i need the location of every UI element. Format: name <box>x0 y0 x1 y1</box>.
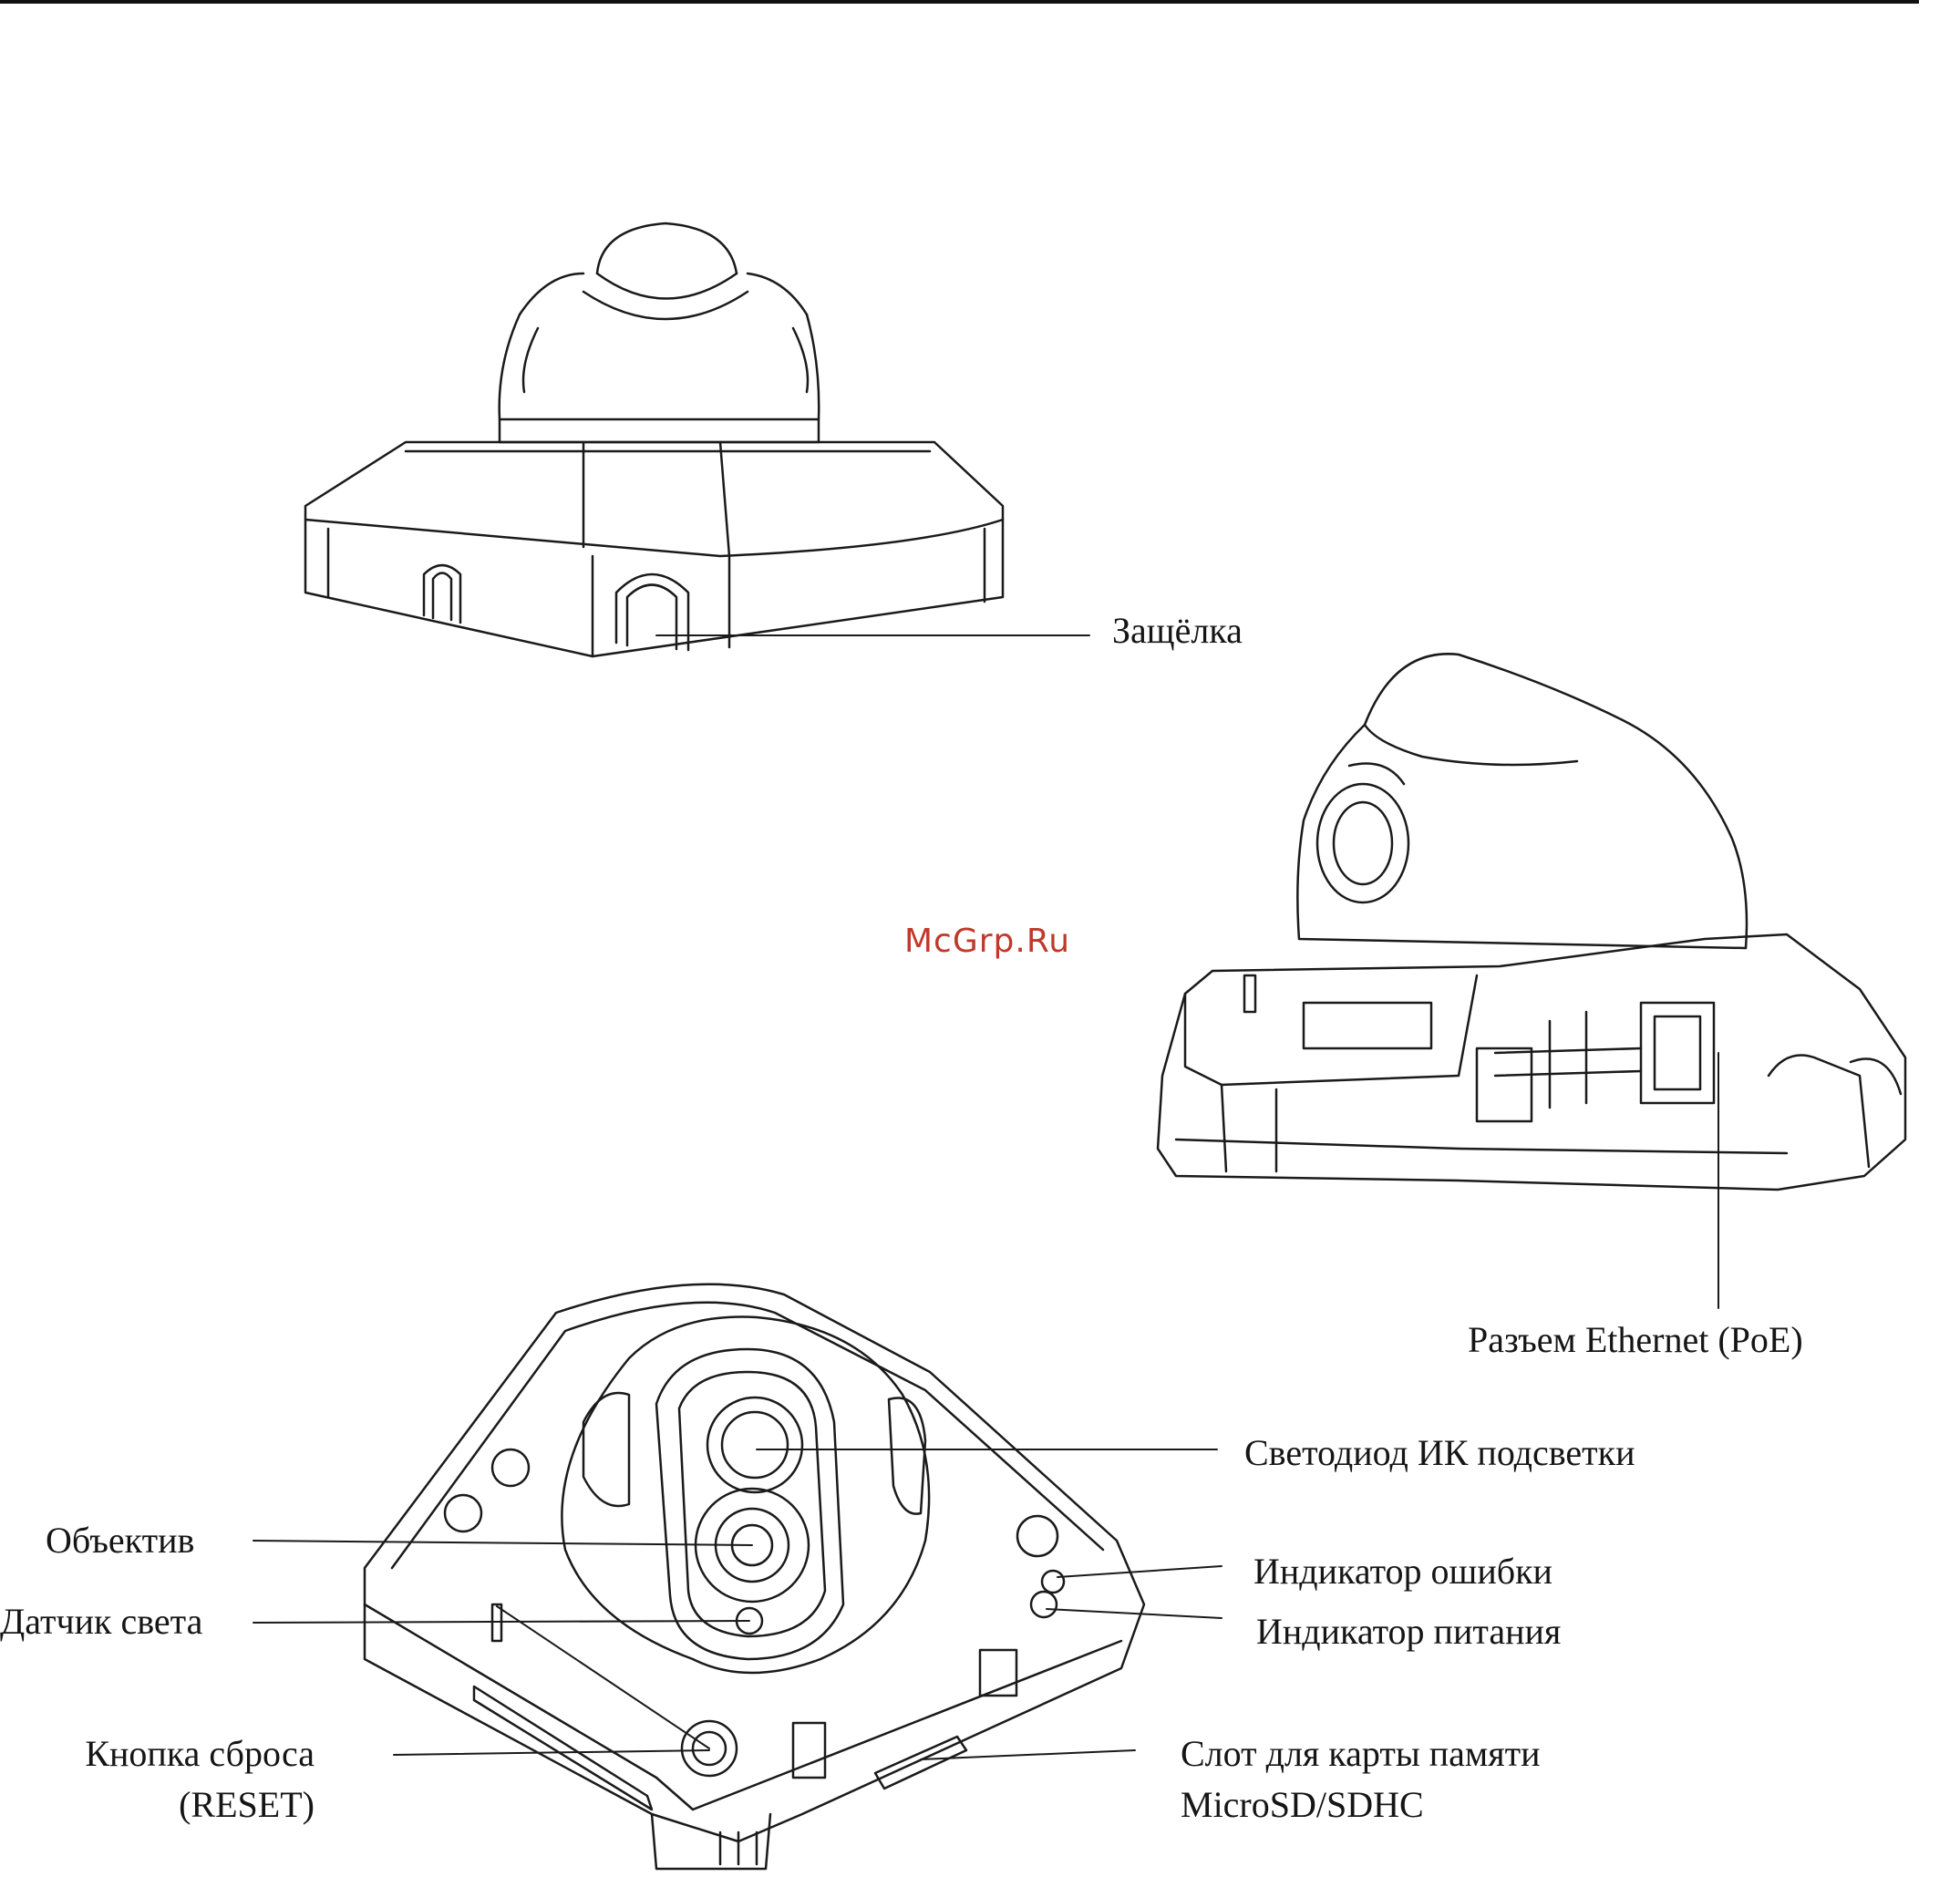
label-latch: Защёлка <box>1112 609 1243 653</box>
screw-hole-right <box>1017 1516 1057 1556</box>
dome-ball <box>597 223 737 273</box>
lens-leader <box>253 1541 752 1545</box>
power-led <box>1031 1592 1057 1617</box>
label-reset-line1: Кнопка сброса <box>36 1732 315 1776</box>
dome-outer <box>562 1317 929 1673</box>
light-sensor-leader <box>253 1621 749 1623</box>
screw-hole-left <box>445 1495 481 1532</box>
rear-dome <box>1365 654 1747 948</box>
error-leader <box>1057 1566 1222 1577</box>
label-lens: Объектив <box>46 1519 194 1562</box>
label-power-led: Индикатор питания <box>1256 1610 1561 1654</box>
ethernet-port <box>1641 1003 1714 1103</box>
watermark: McGrp.Ru <box>904 923 1070 960</box>
label-reset-line2: (RESET) <box>36 1783 315 1827</box>
camera-rear-view <box>1158 654 1905 1190</box>
label-light-sensor: Датчик света <box>0 1600 202 1644</box>
label-sd-line1: Слот для карты памяти <box>1181 1732 1540 1776</box>
camera-top-view <box>365 1284 1144 1869</box>
reset-leader-2 <box>497 1606 709 1748</box>
reset-leader <box>394 1750 709 1755</box>
label-sd-line2: MicroSD/SDHC <box>1181 1783 1424 1827</box>
power-leader <box>1047 1609 1222 1618</box>
housing-rim <box>305 442 1003 556</box>
sd-leader <box>921 1750 1135 1759</box>
dome-shroud <box>520 273 807 315</box>
camera-front-view <box>305 223 1003 656</box>
label-ir-led: Светодиод ИК подсветки <box>1244 1431 1635 1475</box>
error-led <box>1042 1571 1064 1593</box>
label-error-led: Индикатор ошибки <box>1253 1550 1553 1593</box>
base-outer <box>365 1284 1144 1841</box>
label-ethernet: Разъем Ethernet (PoE) <box>1468 1318 1803 1362</box>
